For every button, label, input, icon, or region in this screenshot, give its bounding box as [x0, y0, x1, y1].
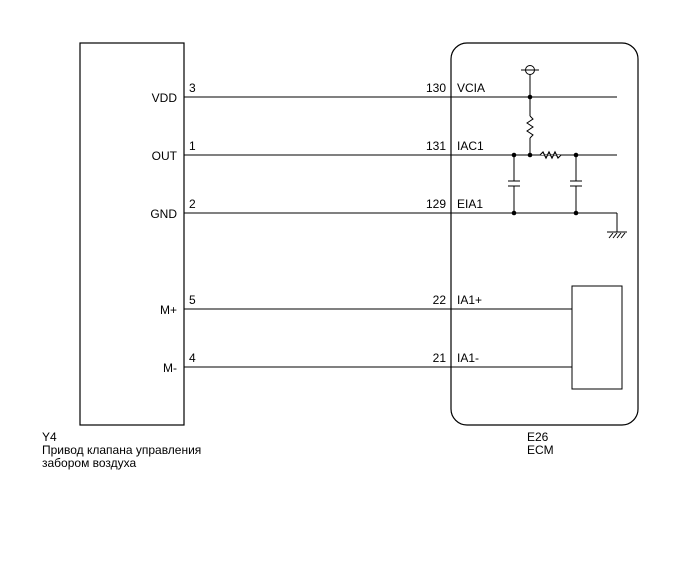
right-component-id: E26 — [527, 430, 549, 444]
junction-dot — [573, 210, 579, 216]
pullup-resistor-icon — [526, 97, 534, 155]
ground-icon — [607, 213, 627, 239]
left-pin-number: 4 — [189, 351, 196, 365]
right-pin-number: 129 — [426, 197, 446, 211]
left-signal-label: VDD — [152, 91, 178, 105]
left-pin-number: 5 — [189, 293, 196, 307]
left-signal-label: OUT — [152, 149, 178, 163]
left-pin-number: 3 — [189, 81, 196, 95]
right-pin-number: 21 — [433, 351, 447, 365]
left-signal-label: M- — [163, 361, 177, 375]
right-pin-number: 131 — [426, 139, 446, 153]
junction-dot — [573, 152, 579, 158]
right-pin-number: 22 — [433, 293, 447, 307]
left-component-caption: Y4 Привод клапана управления забором воз… — [42, 431, 201, 470]
left-component-name-line2: забором воздуха — [42, 456, 137, 470]
right-signal-label: IA1+ — [457, 293, 482, 307]
junction-dot — [527, 94, 533, 100]
capacitor-icon — [508, 155, 520, 213]
left-pin-number: 2 — [189, 197, 196, 211]
junction-dot — [511, 210, 517, 216]
left-signal-label: M+ — [160, 303, 177, 317]
motor-driver-block — [571, 285, 623, 390]
left-component-name-line1: Привод клапана управления — [42, 443, 202, 457]
junction-dot — [511, 152, 517, 158]
left-pin-number: 1 — [189, 139, 196, 153]
right-pin-number: 130 — [426, 81, 446, 95]
capacitor-icon — [570, 155, 582, 213]
right-signal-label: VCIA — [457, 81, 485, 95]
junction-dot — [527, 152, 533, 158]
left-component-id: Y4 — [42, 430, 57, 444]
right-signal-label: IAC1 — [457, 139, 484, 153]
power-supply-icon — [521, 65, 539, 97]
right-component-name: ECM — [527, 443, 554, 457]
left-signal-label: GND — [150, 207, 177, 221]
right-signal-label: EIA1 — [457, 197, 483, 211]
ecm-box — [450, 42, 639, 426]
series-resistor-icon — [539, 150, 562, 160]
actuator-box — [79, 42, 185, 426]
right-component-caption: E26 ECM — [527, 431, 554, 457]
right-signal-label: IA1- — [457, 351, 479, 365]
